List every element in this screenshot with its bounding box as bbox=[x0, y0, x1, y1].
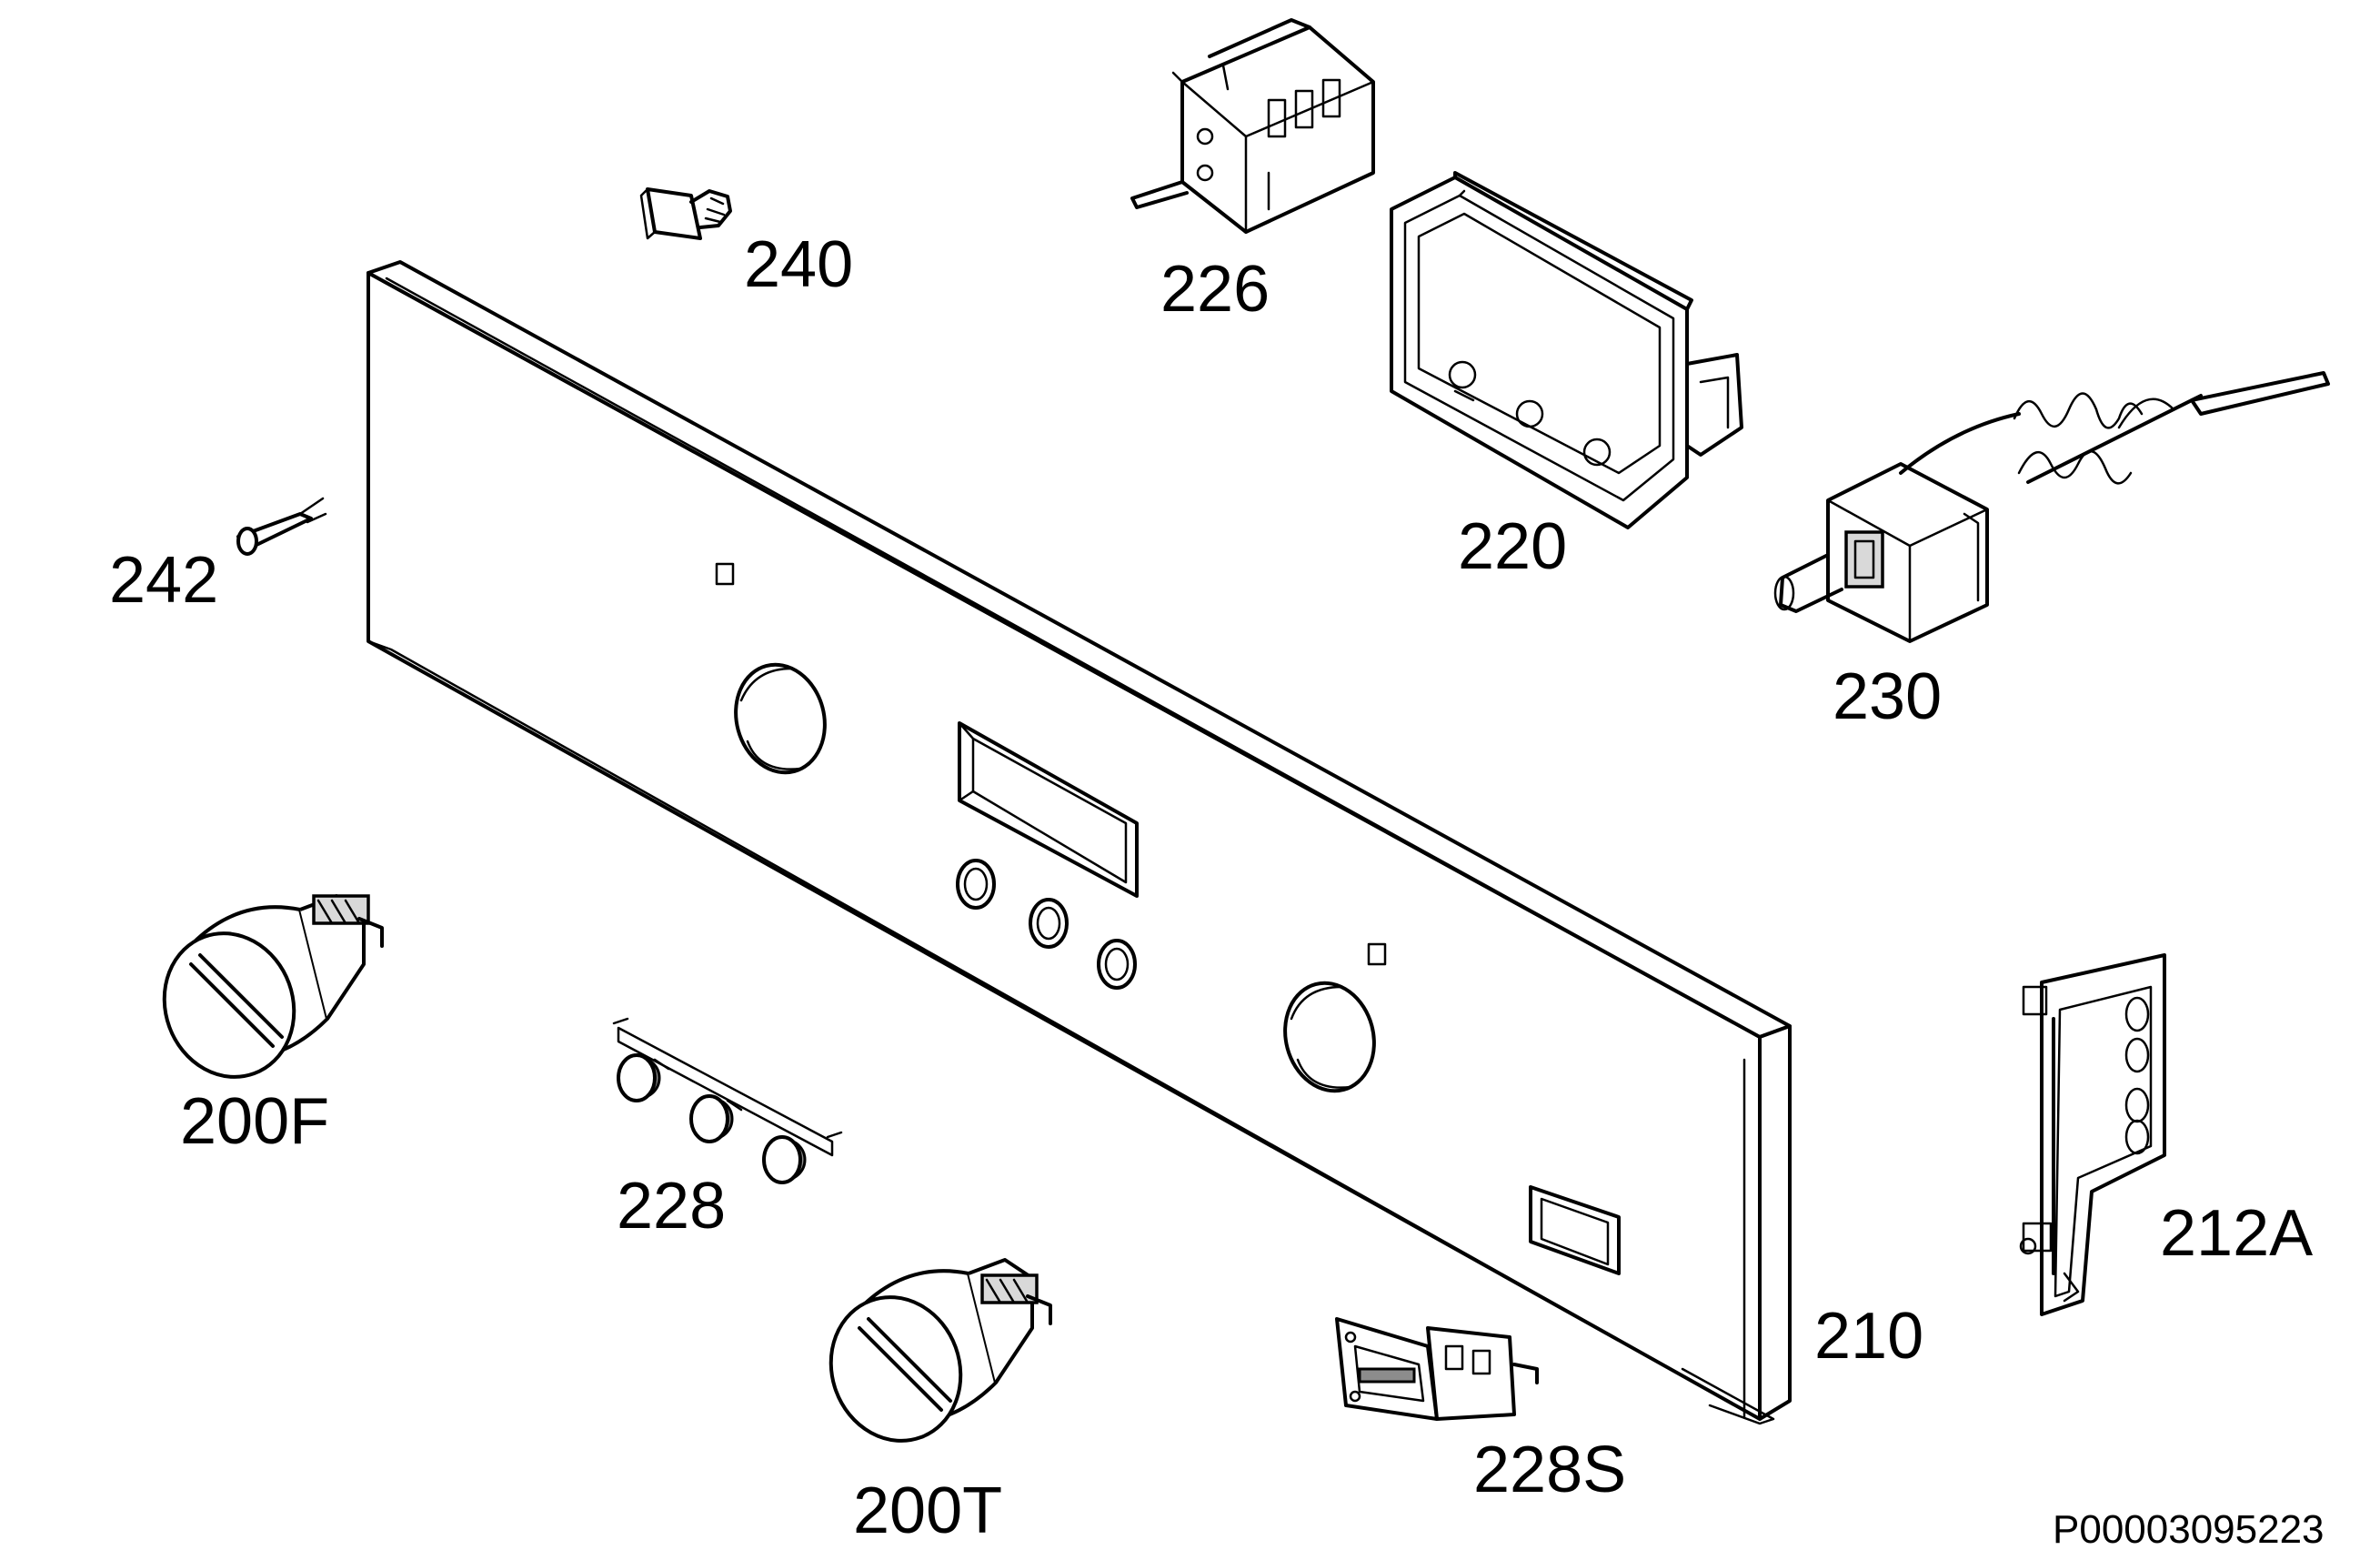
part-220-display-module bbox=[1390, 171, 1743, 529]
part-200T-knob bbox=[828, 1258, 1052, 1443]
label-200T: 200T bbox=[853, 1474, 1003, 1547]
label-226: 226 bbox=[1160, 253, 1270, 326]
label-242: 242 bbox=[109, 544, 219, 617]
label-210: 210 bbox=[1814, 1300, 1924, 1373]
label-212A: 212A bbox=[2160, 1197, 2314, 1270]
part-228-button-strip bbox=[612, 1017, 843, 1184]
label-240: 240 bbox=[744, 228, 854, 301]
part-240-button-cap bbox=[639, 187, 732, 240]
reference-code: P00003095223 bbox=[2053, 1507, 2325, 1552]
part-242-pin bbox=[236, 497, 327, 556]
label-228S: 228S bbox=[1473, 1434, 1627, 1506]
part-226-selector-switch bbox=[1130, 18, 1375, 234]
label-220: 220 bbox=[1458, 510, 1568, 583]
part-228S-switch bbox=[1335, 1317, 1539, 1421]
part-200F-knob bbox=[162, 894, 384, 1079]
part-212A-bracket bbox=[2019, 953, 2166, 1316]
part-230-thermostat bbox=[1773, 371, 2330, 643]
label-228: 228 bbox=[617, 1170, 727, 1243]
label-200F: 200F bbox=[180, 1085, 330, 1158]
label-230: 230 bbox=[1833, 660, 1943, 733]
part-210-control-panel bbox=[367, 260, 1792, 1425]
